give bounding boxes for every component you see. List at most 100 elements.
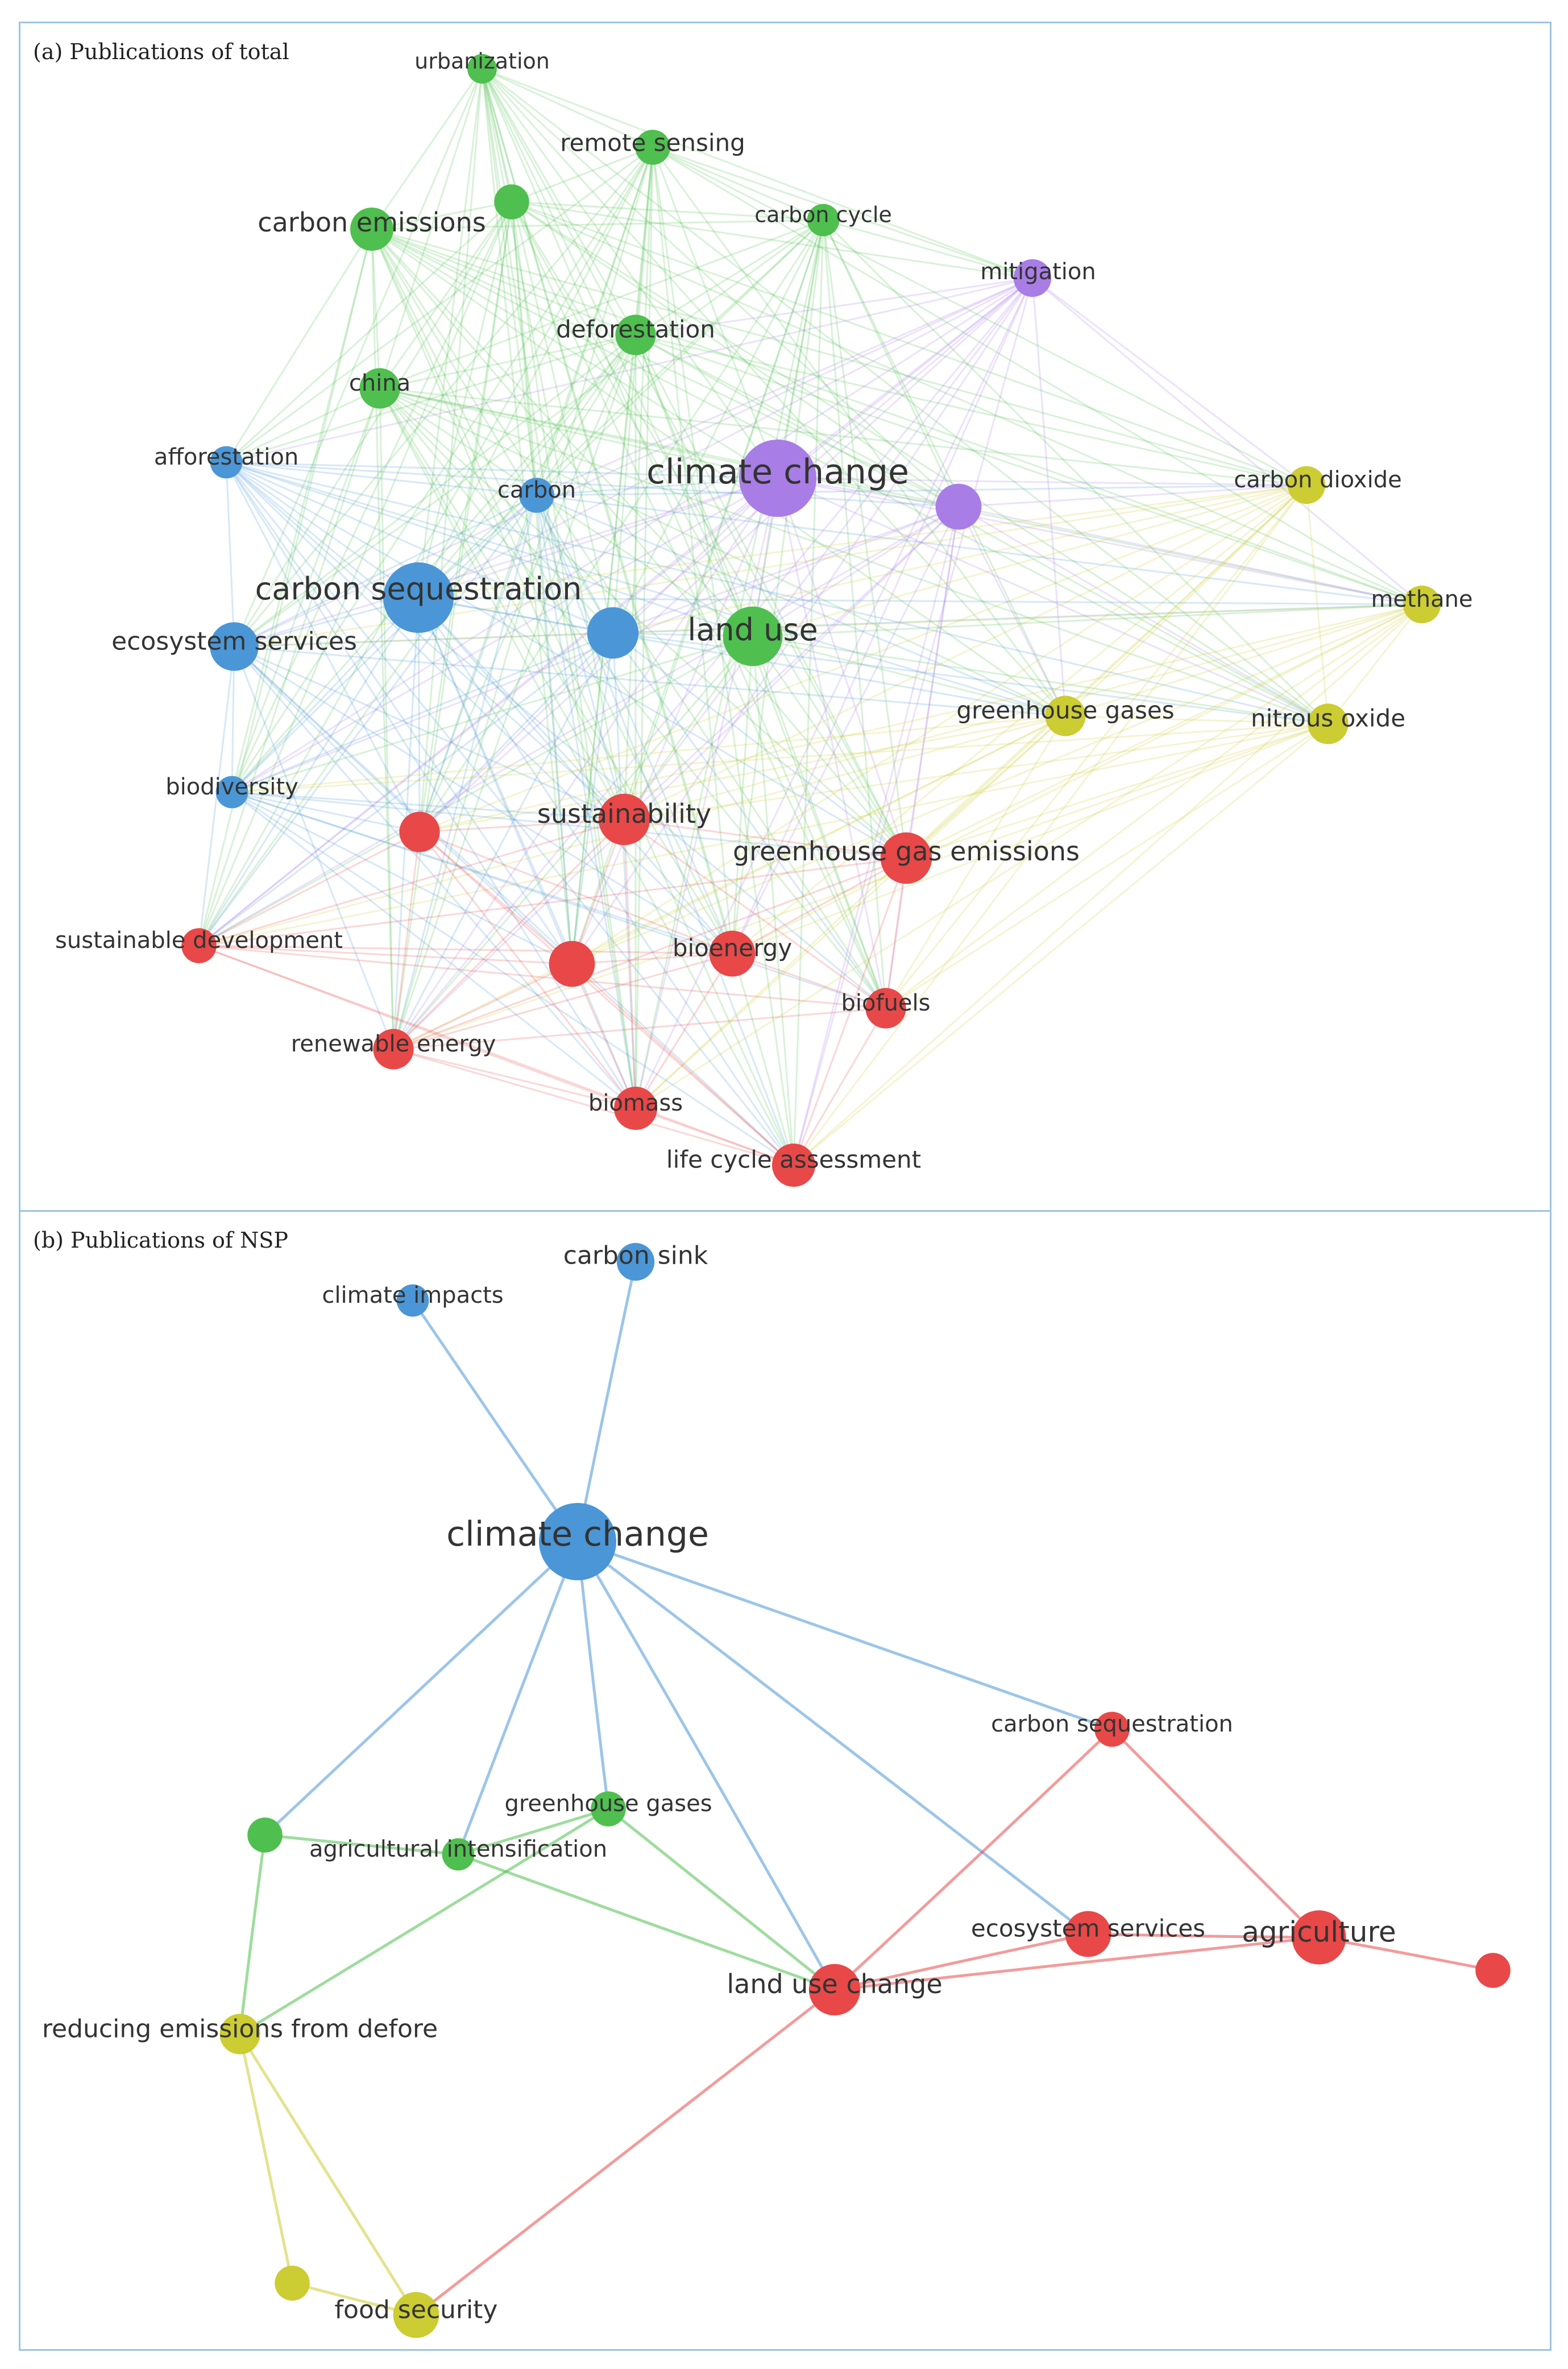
label-ghg-emissions: greenhouse gas emissions: [733, 836, 1080, 867]
edge-china-climate_change: [379, 387, 778, 479]
edge-urbanization-carbon: [481, 68, 538, 496]
edge-biodiversity-bioenergy: [231, 791, 733, 955]
edge-sustainable_development-bioenergy: [198, 945, 733, 955]
edge-land_use-bioenergy: [731, 636, 754, 954]
edge-methane-biofuels: [885, 603, 1422, 1009]
edge-carbon_cycle-bioenergy: [731, 219, 824, 954]
edge-remote_sensing-sustainability: [623, 147, 654, 820]
edge-urbanization-sustainability: [481, 68, 625, 820]
edge-carbon-ecosystem_services: [234, 494, 537, 648]
edge-china-biodiversity: [231, 388, 381, 793]
edge-remote_sensing-g_unl: [511, 146, 653, 203]
edge-carbon_emissions-methane: [371, 228, 1422, 606]
edge-urbanization-ecosystem_services: [233, 68, 483, 647]
label-greenhouse-gases: greenhouse gases: [504, 1791, 712, 1817]
edge-nitrous_oxide-sustainable_development: [198, 723, 1329, 947]
node-land-use-change: [808, 1964, 861, 2016]
edge-greenhouse_gases-biomass: [634, 715, 1067, 1109]
node-afforestation: [210, 446, 243, 479]
edge-carbon-sustainability: [536, 495, 625, 820]
node-p-unl: [935, 483, 982, 530]
edge-climate_change-ghg_emissions: [777, 478, 907, 859]
edge-r_unl1-lca: [418, 831, 794, 1166]
edge-carbon-bioenergy: [536, 495, 733, 954]
edge-mitigation-deforestation: [635, 277, 1033, 336]
edge-land_use_change-agriculture: [834, 1936, 1320, 1991]
edge-ghg_emissions-bioenergy: [732, 857, 907, 955]
label-lca: life cycle assessment: [666, 1146, 921, 1174]
edge-carbon_emissions-deforestation: [371, 228, 636, 336]
edge-ghg_emissions-lca: [793, 858, 907, 1166]
edge-carbon_cycle-biofuels: [822, 219, 887, 1009]
edge-afforestation-r_unl2: [225, 462, 573, 964]
edge-urbanization-biomass: [481, 68, 637, 1109]
edge-land_use_change-ecosystem_services: [834, 1932, 1089, 1991]
edge-land_use-greenhouse_gases: [752, 635, 1066, 717]
node-climate-change: [739, 440, 816, 517]
edge-sustainable_development-biofuels: [198, 945, 886, 1009]
label-greenhouse-gases: greenhouse gases: [956, 697, 1174, 724]
edge-mitigation-afforestation: [226, 277, 1033, 463]
edge-carbon_dioxide-b_unl: [612, 484, 1307, 634]
edge-r_unl1-biomass: [418, 831, 637, 1109]
edge-g_unl-redd: [238, 1834, 267, 2035]
edge-g_unl-afforestation: [225, 201, 513, 463]
edge-climate_change-greenhouse_gases: [576, 1541, 610, 1809]
node-r-unl2: [549, 941, 595, 987]
edge-greenhouse_gases-agri_intensification: [458, 1807, 609, 1856]
edge-nitrous_oxide-lca: [793, 723, 1329, 1166]
edge-methane-bioenergy: [732, 603, 1422, 955]
node-agriculture: [1292, 1910, 1346, 1965]
edge-carbon_sequestration-sustainability: [417, 597, 625, 821]
edge-sustainable_development-biomass: [198, 945, 636, 1109]
edge-greenhouse_gases-redd: [239, 1807, 609, 2036]
edge-ecosystem_services-renewable_energy: [233, 646, 395, 1050]
label-afforestation: afforestation: [154, 444, 298, 470]
edge-climate_change-r_unl1: [418, 477, 779, 833]
edge-greenhouse_gases-r_unl1: [419, 715, 1066, 833]
edge-mitigation-r_unl1: [418, 277, 1034, 833]
edge-remote_sensing-carbon_sequestration: [417, 147, 654, 598]
edge-mitigation-bioenergy: [731, 278, 1034, 954]
edge-mitigation-carbon: [536, 277, 1033, 496]
edge-carbon_cycle-sustainability: [623, 219, 824, 820]
edge-carbon_dioxide-carbon_sequestration: [418, 484, 1307, 599]
edge-p_unl-bioenergy: [731, 506, 960, 954]
edge-deforestation-p_unl: [635, 334, 959, 508]
edge-climate_change-carbon_sequestration: [418, 477, 778, 599]
edge-carbon_dioxide-lca: [793, 484, 1308, 1166]
label-ecosystem-services: ecosystem services: [111, 627, 357, 656]
edge-urbanization-r_unl1: [418, 68, 483, 833]
edge-b_unl-renewable_energy: [392, 632, 614, 1050]
edge-sustainability-ghg_emissions: [624, 818, 907, 859]
label-carbon: carbon: [497, 477, 576, 503]
edge-carbon_cycle-lca: [793, 219, 824, 1166]
edge-china-carbon_dioxide: [379, 387, 1307, 486]
edge-p_unl-b_unl: [612, 506, 959, 634]
edge-carbon_dioxide-land_use: [752, 484, 1307, 637]
node-y-unl: [275, 2266, 310, 2301]
edge-p_unl-greenhouse_gases: [957, 506, 1067, 717]
edge-carbon_sequestration-r_unl2: [417, 597, 573, 964]
label-agriculture: agriculture: [1242, 1916, 1396, 1949]
edge-land_use-methane: [752, 603, 1422, 637]
edge-china-sustainability: [379, 388, 625, 820]
edge-nitrous_oxide-bioenergy: [732, 723, 1329, 955]
edge-biodiversity-r_unl2: [231, 791, 573, 965]
node-b-unl: [587, 607, 639, 659]
edge-sustainability-sustainable_development: [198, 818, 625, 947]
edge-ecosystem_services-r_unl1: [233, 645, 421, 833]
edge-bioenergy-renewable_energy: [393, 952, 733, 1050]
edge-remote_sensing-mitigation: [652, 146, 1033, 279]
edge-sustainability-renewable_energy: [392, 818, 625, 1050]
edge-deforestation-carbon_dioxide: [635, 334, 1307, 486]
node-carbon-sequestration: [383, 562, 454, 633]
edge-afforestation-biofuels: [226, 461, 886, 1009]
edge-urbanization-nitrous_oxide: [482, 68, 1329, 725]
edge-r_unl1-sustainable_development: [198, 831, 420, 947]
edge-greenhouse_gases-renewable_energy: [393, 715, 1066, 1050]
label-climate-change: climate change: [646, 452, 909, 492]
edge-methane-lca: [793, 603, 1422, 1166]
edge-remote_sensing-carbon_dioxide: [652, 146, 1307, 486]
